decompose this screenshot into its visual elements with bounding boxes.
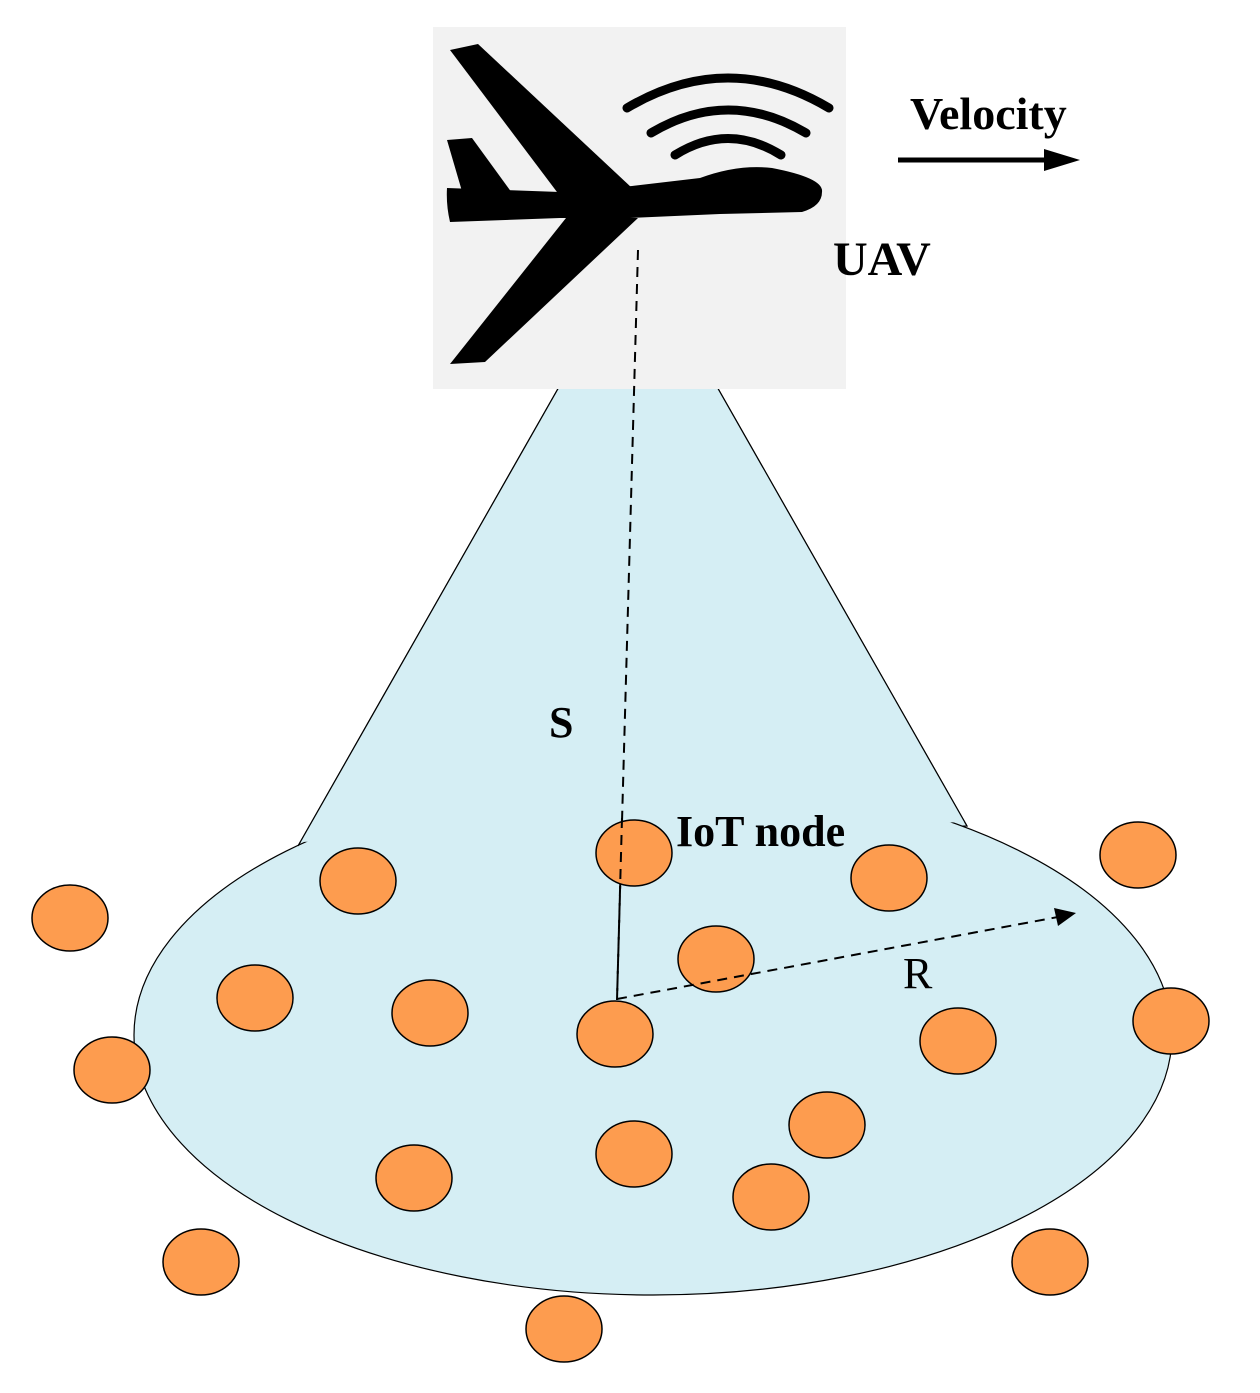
iot-node: [73, 1036, 151, 1104]
slant-distance-label: S: [549, 698, 573, 747]
radius-arrow: [616, 908, 1076, 1000]
velocity-arrow: [898, 149, 1080, 171]
velocity-label: Velocity: [910, 88, 1067, 139]
iot-node: [732, 1163, 810, 1231]
iot-node: [525, 1295, 603, 1363]
airplane-icon: [446, 44, 823, 364]
iot-node: [375, 1144, 453, 1212]
iot-node: [391, 979, 469, 1047]
iot-node: [31, 884, 109, 952]
iot-node: [595, 1120, 673, 1188]
iot-node-label: IoT node: [676, 807, 845, 856]
slant-distance-line: [616, 249, 639, 1001]
iot-node: [850, 844, 928, 912]
iot-node: [919, 1007, 997, 1075]
iot-node: [216, 964, 294, 1032]
iot-node: [319, 847, 397, 915]
iot-node: [1099, 821, 1177, 889]
uav-label: UAV: [833, 233, 931, 286]
wireless-signal-icon: [622, 73, 834, 160]
slant-distance-line-overlay: [616, 817, 623, 1001]
iot-node: [576, 1000, 654, 1068]
iot-node: [788, 1091, 866, 1159]
radius-label: R: [903, 949, 933, 998]
iot-node: [1132, 987, 1210, 1055]
iot-node: [595, 819, 673, 887]
iot-node: [1011, 1228, 1089, 1296]
iot-node: [162, 1228, 240, 1296]
iot-nodes: [31, 819, 1210, 1363]
coverage-cone-overlap: [300, 248, 965, 842]
iot-node: [677, 925, 755, 993]
